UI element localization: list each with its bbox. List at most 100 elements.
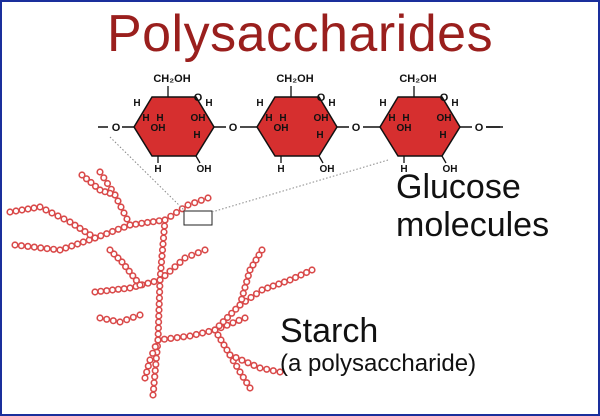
glucose-bead bbox=[244, 272, 252, 280]
hydrogen-label: H bbox=[328, 98, 335, 109]
glucose-bead bbox=[241, 283, 249, 292]
glucose-hexagon bbox=[133, 96, 215, 157]
glucose-bead bbox=[30, 243, 38, 251]
glucose-bead bbox=[252, 256, 260, 264]
glucose-bead bbox=[255, 251, 263, 259]
hydrogen-label: H bbox=[402, 113, 409, 124]
glucose-bead bbox=[302, 268, 311, 277]
glucose-bead bbox=[220, 341, 228, 349]
glucose-bead bbox=[155, 300, 163, 308]
hydrogen-label: H bbox=[156, 113, 163, 124]
glucose-bead bbox=[17, 242, 26, 250]
glucose-bead bbox=[204, 194, 212, 202]
glucose-bead bbox=[18, 206, 26, 214]
linker-oxygen: O bbox=[229, 122, 238, 134]
glucose-bead bbox=[161, 216, 169, 224]
linker-oxygen: O bbox=[475, 122, 484, 134]
glucose-bead bbox=[250, 361, 258, 370]
glucose-bead bbox=[186, 332, 194, 340]
glucose-bead bbox=[66, 218, 74, 226]
glucose-bead bbox=[238, 295, 246, 303]
glucose-label-line2: molecules bbox=[396, 206, 550, 244]
glucose-bead bbox=[97, 287, 105, 295]
glucose-bead bbox=[138, 219, 146, 227]
glucose-bead bbox=[228, 309, 236, 317]
glucose-bead bbox=[238, 356, 246, 364]
glucose-bead bbox=[263, 365, 271, 373]
ch2oh-label: CH₂OH bbox=[399, 73, 436, 85]
glucose-bead bbox=[191, 199, 199, 207]
glucose-bead bbox=[172, 208, 181, 217]
glucose-bead bbox=[155, 306, 163, 314]
zoom-line-right bbox=[211, 159, 389, 213]
glucose-bead bbox=[243, 278, 251, 286]
glucose-bead bbox=[184, 201, 192, 209]
glucose-bead bbox=[297, 271, 305, 279]
hydrogen-label: H bbox=[133, 98, 140, 109]
hydrogen-label: H bbox=[316, 130, 323, 141]
glucose-bead bbox=[109, 317, 117, 325]
glucose-bead bbox=[160, 335, 168, 343]
glucose-bead bbox=[71, 221, 79, 229]
hydroxyl-label: OH bbox=[320, 164, 335, 175]
glucose-bead bbox=[30, 204, 38, 212]
hydrogen-label: H bbox=[256, 98, 263, 109]
hydrogen-label: H bbox=[451, 98, 458, 109]
glucose-bead bbox=[151, 373, 159, 381]
glucose-bead bbox=[233, 362, 241, 370]
glucose-bead bbox=[152, 360, 160, 369]
glucose-bead bbox=[81, 228, 89, 236]
glucose-bead bbox=[78, 171, 86, 179]
glucose-bead bbox=[129, 313, 137, 321]
glucose-bead bbox=[54, 212, 62, 220]
hydroxyl-label: OH bbox=[197, 164, 212, 175]
glucose-bead bbox=[180, 333, 188, 341]
glucose-bead bbox=[291, 273, 300, 282]
glucose-bead bbox=[91, 234, 99, 242]
linker-oxygen: O bbox=[112, 122, 121, 134]
glucose-bead bbox=[149, 391, 157, 399]
glucose-bead bbox=[211, 326, 219, 334]
glucose-bead bbox=[103, 179, 112, 188]
glucose-bead bbox=[155, 217, 163, 225]
glucose-bead bbox=[73, 240, 82, 248]
glucose-bead bbox=[144, 279, 152, 287]
glucose-bead bbox=[126, 221, 134, 229]
glucose-bead bbox=[149, 349, 157, 357]
hydroxyl-label: OH bbox=[151, 123, 166, 134]
glucose-bead bbox=[132, 220, 140, 228]
glucose-bead bbox=[286, 276, 294, 284]
glucose-bead bbox=[114, 225, 122, 233]
glucose-bead bbox=[232, 305, 240, 313]
glucose-bead bbox=[236, 301, 244, 309]
glucose-bead bbox=[136, 281, 144, 289]
bottom-bond bbox=[195, 155, 201, 164]
glucose-bead bbox=[205, 327, 213, 336]
hydrogen-label: H bbox=[439, 130, 446, 141]
glucose-bead bbox=[156, 276, 164, 284]
glucose-bead bbox=[235, 316, 243, 325]
glucose-bead bbox=[197, 196, 205, 204]
hydrogen-label: H bbox=[154, 164, 161, 175]
glucose-bead bbox=[166, 267, 174, 275]
bottom-bond bbox=[441, 155, 447, 164]
glucose-bead bbox=[247, 293, 255, 302]
glucose-bead bbox=[160, 222, 169, 230]
glucose-bead bbox=[161, 272, 169, 280]
hydroxyl-label: OH bbox=[397, 123, 412, 134]
glucose-bead bbox=[201, 246, 209, 254]
glucose-bead bbox=[264, 284, 272, 292]
glucose-bead bbox=[144, 362, 152, 370]
glucose-bead bbox=[143, 368, 151, 376]
glucose-bead bbox=[42, 206, 50, 214]
zoom-line-left bbox=[109, 136, 187, 213]
glucose-bead bbox=[24, 242, 32, 250]
glucose-bead bbox=[275, 280, 283, 288]
glucose-bead bbox=[214, 331, 222, 339]
glucose-bead bbox=[188, 251, 196, 259]
glucose-bead bbox=[156, 288, 164, 296]
glucose-bead bbox=[246, 384, 254, 392]
